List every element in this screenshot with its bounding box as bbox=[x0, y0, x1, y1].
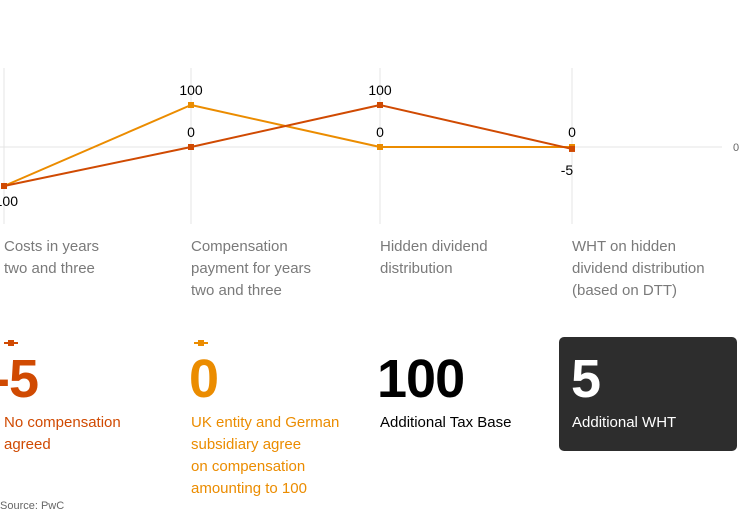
legend-line-icon-orange-red bbox=[4, 340, 18, 346]
data-label-series-1-2: 100 bbox=[368, 82, 392, 98]
category-label-compensation: Compensation payment for years two and t… bbox=[191, 238, 312, 299]
series-1-point-2 bbox=[377, 102, 383, 108]
source-note: Source: PwC bbox=[0, 500, 65, 512]
summary-value-wht: 5 bbox=[571, 349, 601, 409]
data-label-series-1-3: -5 bbox=[561, 162, 574, 178]
data-label-series-1-1: 0 bbox=[187, 124, 195, 140]
series-0-point-2 bbox=[377, 144, 383, 150]
summary-value-compensation: 0 bbox=[189, 349, 219, 409]
data-label-series-0-3: 0 bbox=[568, 124, 576, 140]
y-tick-label: 0 bbox=[733, 142, 739, 154]
data-label-series-1-0: -100 bbox=[0, 193, 18, 209]
summary-value-tax-base: 100 bbox=[377, 349, 465, 409]
category-label-costs: Costs in years two and three bbox=[4, 238, 100, 277]
category-label-hidden-dividend: Hidden dividend distribution bbox=[380, 238, 488, 277]
summary-text-tax-base: Additional Tax Base bbox=[380, 414, 512, 431]
data-label-series-0-1: 100 bbox=[179, 82, 203, 98]
series-0-point-1 bbox=[188, 102, 194, 108]
summary-text-no-compensation: No compensation agreed bbox=[4, 414, 121, 453]
series-line-0 bbox=[3, 104, 572, 187]
line-chart: 0 100 0 0 -100 0 100 -5 bbox=[0, 68, 739, 224]
additional-wht-card bbox=[559, 337, 737, 451]
summary-value-no-compensation: -5 bbox=[0, 349, 39, 409]
legend-line-icon-orange bbox=[194, 340, 208, 346]
series-1-point-3 bbox=[569, 145, 575, 152]
summary-text-compensation: UK entity and German subsidiary agree on… bbox=[191, 414, 340, 497]
series-line-1 bbox=[3, 104, 573, 187]
series-1-point-1 bbox=[188, 144, 194, 150]
summary-text-wht: Additional WHT bbox=[572, 414, 677, 431]
data-label-series-0-2: 0 bbox=[376, 124, 384, 140]
category-label-wht: WHT on hidden dividend distribution (bas… bbox=[572, 238, 705, 299]
series-1-point-0 bbox=[1, 183, 7, 189]
